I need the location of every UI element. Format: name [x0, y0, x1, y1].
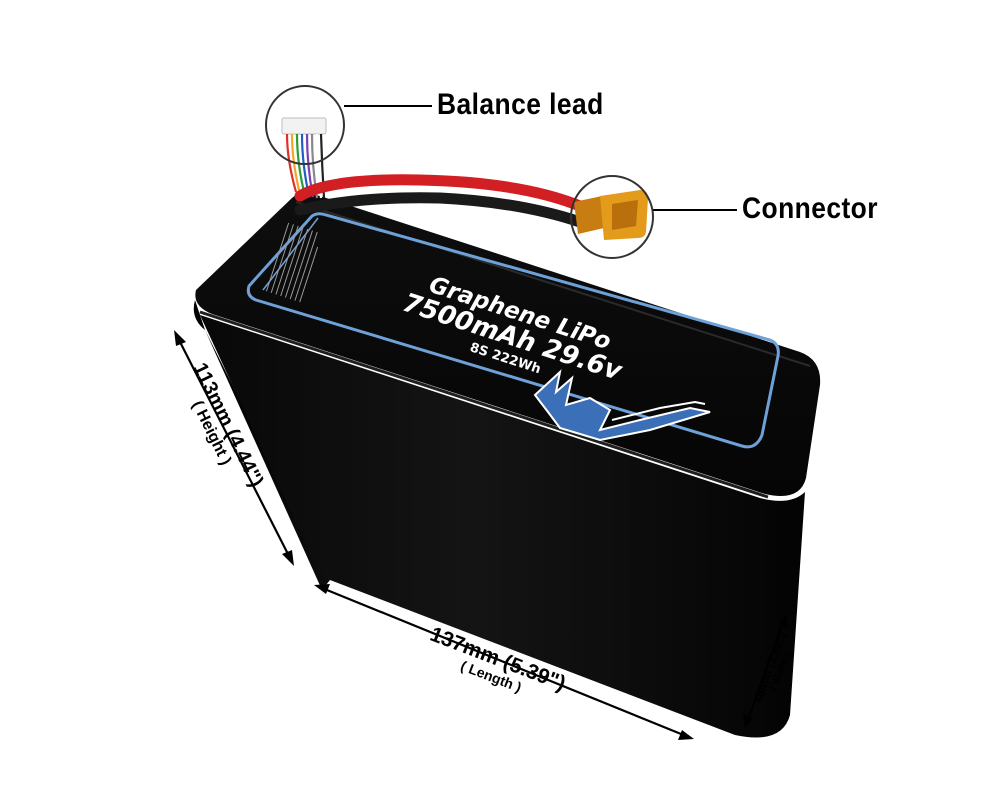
- balance-lead-label: Balance lead: [437, 88, 604, 121]
- xt-connector: [574, 190, 648, 240]
- length-dimension-arrow: [314, 584, 694, 740]
- label-border: [246, 212, 780, 449]
- battery-front-face: [200, 315, 805, 738]
- balance-lead-callout-circle: [265, 85, 345, 165]
- warning-text-block: [265, 222, 319, 303]
- width-dimension-arrow: [743, 614, 788, 728]
- brand-logo-icon: [533, 369, 711, 442]
- connector-callout-circle: [570, 175, 654, 259]
- power-leads: [294, 174, 586, 228]
- height-dimension-arrow: [174, 330, 294, 566]
- connector-label: Connector: [742, 192, 878, 225]
